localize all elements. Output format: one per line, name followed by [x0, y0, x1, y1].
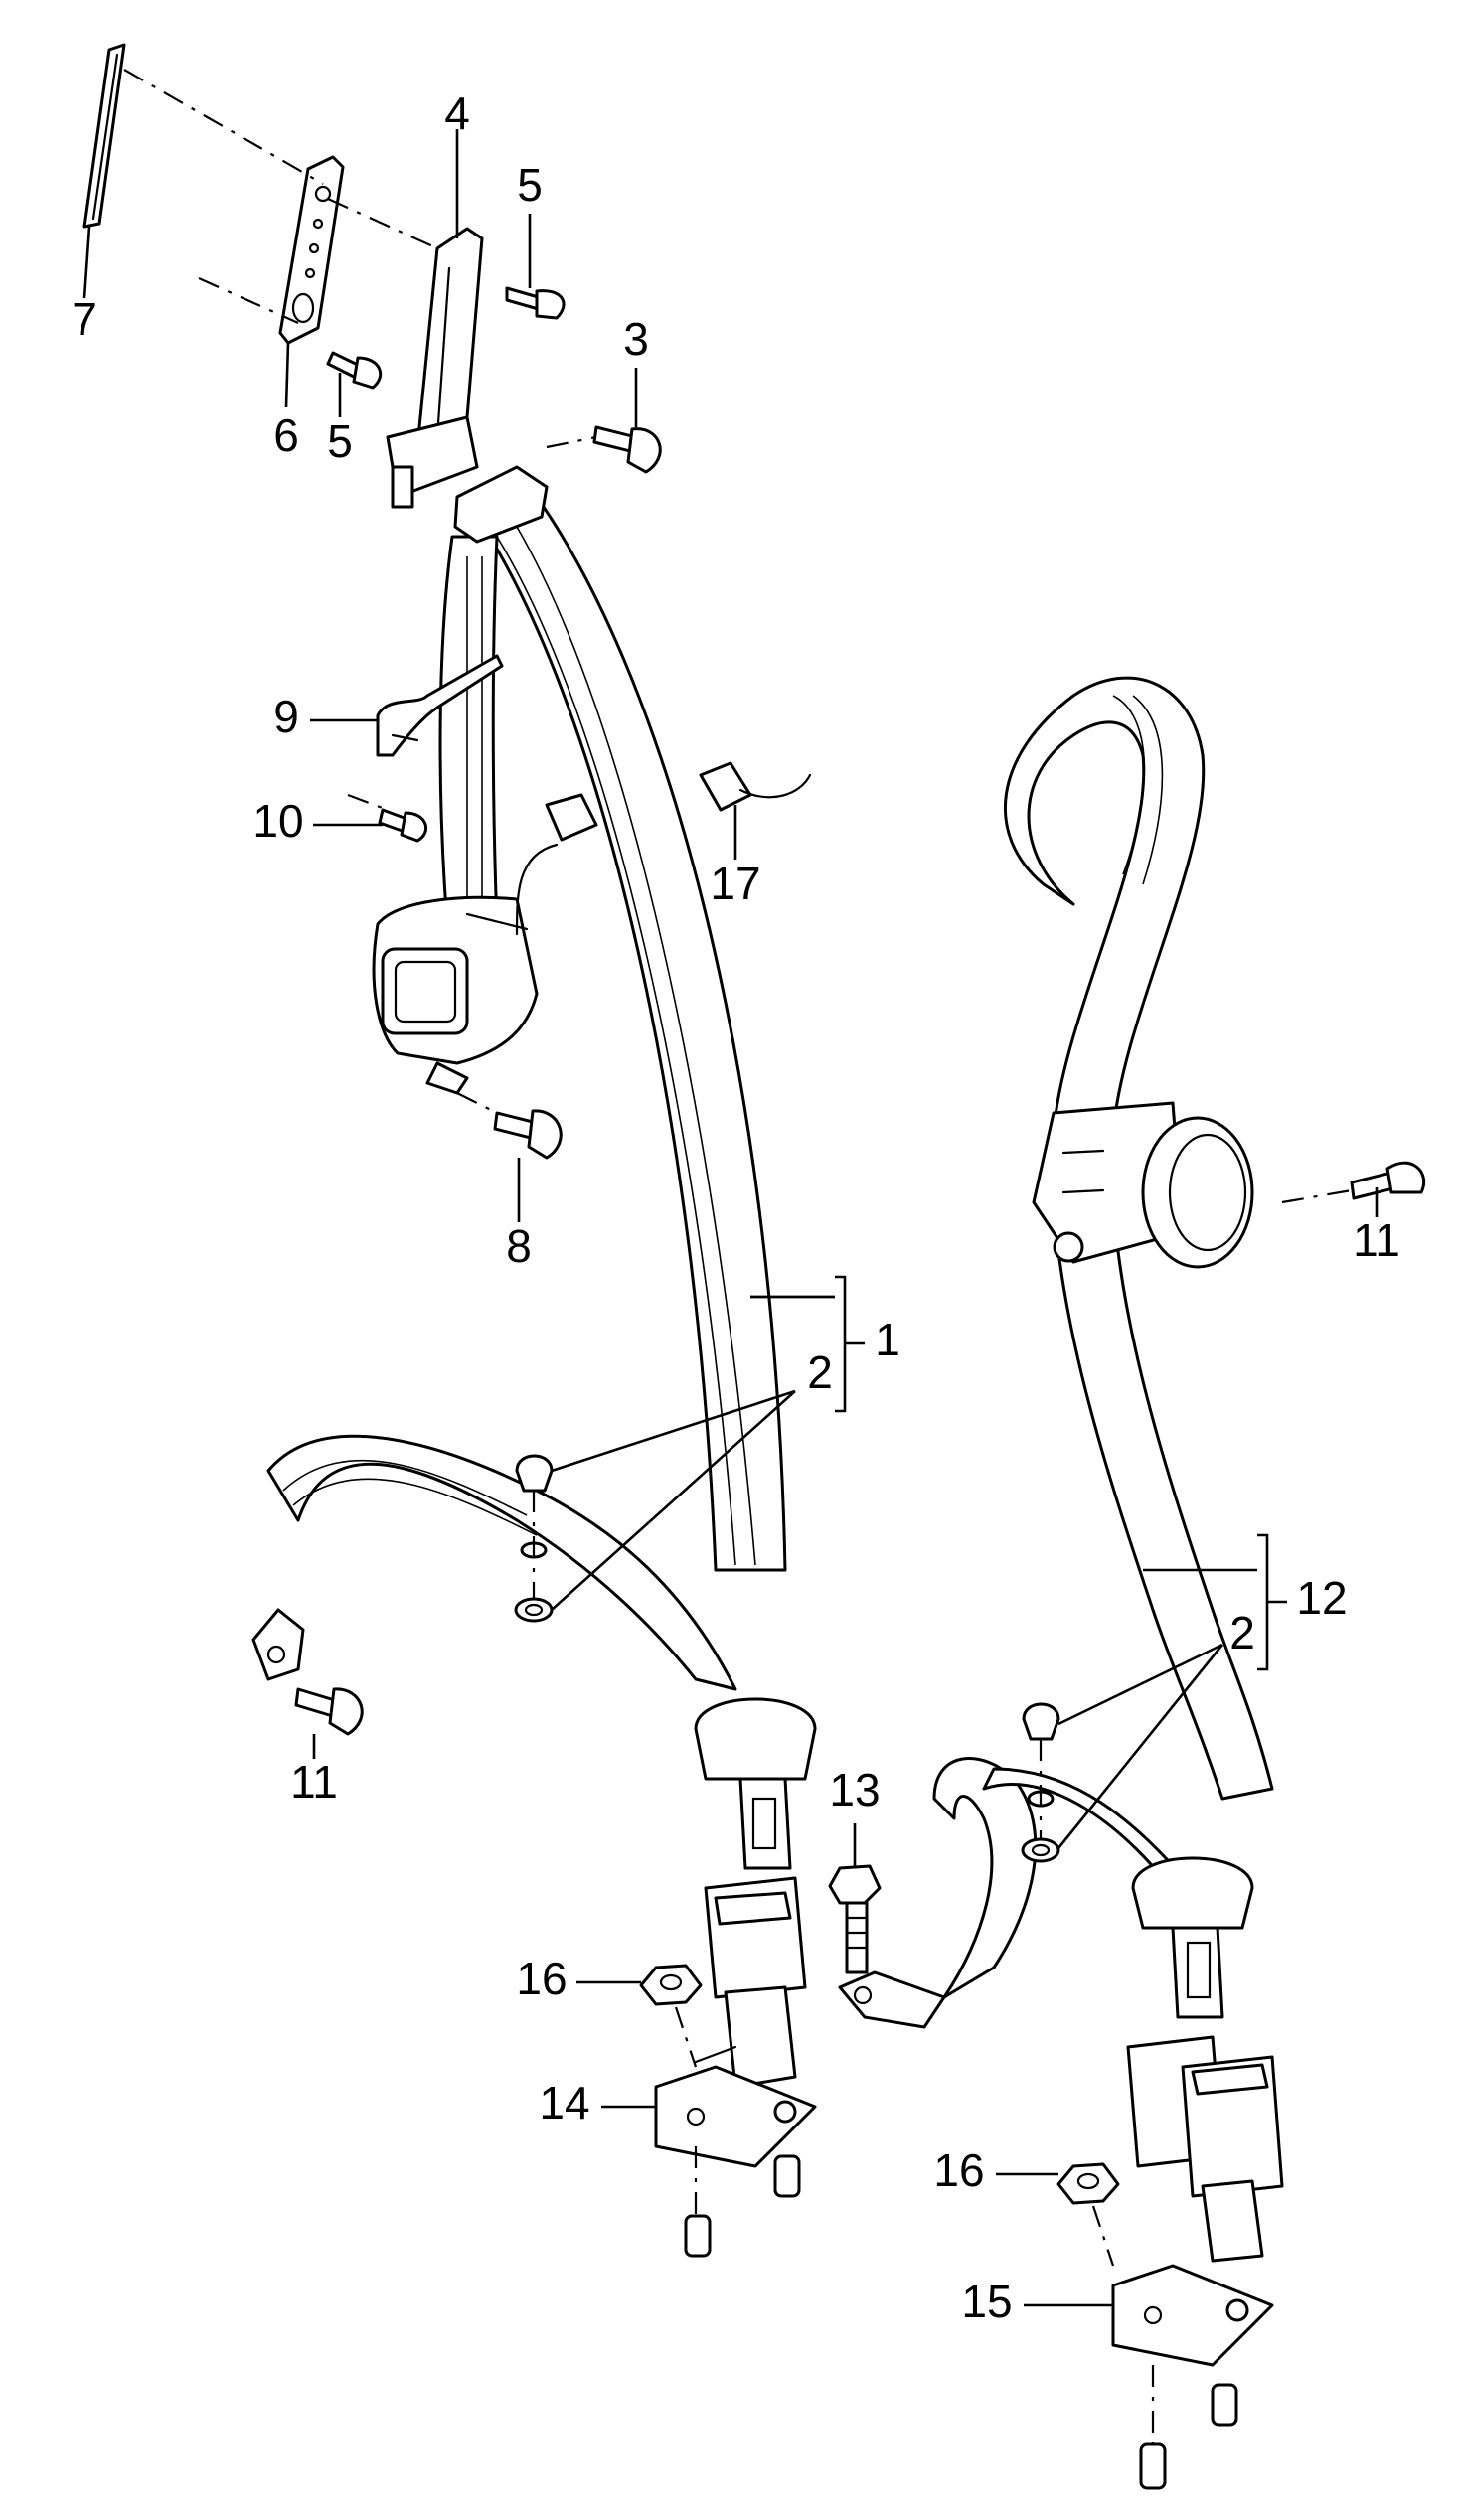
rear-tongue — [1171, 1926, 1224, 2019]
buckle-bracket — [654, 2065, 817, 2168]
front-seat-belt-assembly — [82, 43, 817, 2258]
callout-16-right: 16 — [933, 2144, 984, 2196]
belt-guide-loop — [453, 465, 549, 544]
rear-retractor — [1032, 1101, 1254, 1269]
callout-3: 3 — [623, 313, 649, 365]
callout-1: 1 — [875, 1314, 900, 1365]
trim-strip — [82, 43, 126, 229]
callout-17: 17 — [710, 858, 760, 909]
front-lap-webbing — [266, 1434, 737, 1691]
rear-double-buckle — [1126, 2035, 1284, 2263]
rear-buckle-bracket — [1111, 2264, 1274, 2367]
callout-13: 13 — [829, 1764, 880, 1815]
retractor-connector — [545, 793, 598, 842]
nut-16-left — [639, 1964, 703, 2006]
callout-8: 8 — [506, 1220, 532, 1272]
callout-4: 4 — [444, 87, 470, 139]
bolt-8 — [493, 1109, 563, 1160]
rear-seat-belt-assembly — [828, 676, 1426, 2490]
front-retractor-webbing — [438, 535, 499, 926]
front-retractor — [372, 895, 539, 1095]
callout-5-upper: 5 — [517, 159, 543, 211]
callout-10: 10 — [252, 795, 303, 847]
nut-16-right — [1056, 2162, 1120, 2205]
rear-lap-webbing — [932, 1757, 1038, 1999]
callout-2-front: 2 — [807, 1346, 833, 1398]
callout-6: 6 — [273, 409, 299, 461]
screw-5-lower — [326, 351, 383, 390]
front-springs — [684, 2154, 801, 2258]
callout-16-left: 16 — [516, 1953, 567, 2004]
front-lap-anchor — [251, 1608, 305, 1681]
callout-12: 12 — [1296, 1572, 1347, 1624]
callout-11-left: 11 — [290, 1756, 338, 1808]
leader-lines — [82, 129, 1379, 2307]
rear-rivet-2 — [1021, 1702, 1060, 1863]
rear-lap-anchor — [838, 1970, 946, 2029]
bolt-11-left — [294, 1687, 364, 1736]
front-tongue-guide — [694, 1697, 817, 1781]
front-tongue — [738, 1777, 792, 1870]
bolt-3 — [592, 425, 662, 474]
rear-springs — [1139, 2383, 1238, 2490]
callout-2-rear: 2 — [1229, 1607, 1255, 1658]
callout-11-right: 11 — [1353, 1214, 1400, 1266]
callout-9: 9 — [273, 691, 299, 742]
screw-5-upper — [505, 286, 566, 320]
mounting-plate — [278, 155, 345, 345]
callout-15: 15 — [961, 2276, 1012, 2327]
retractor-cable — [515, 843, 559, 936]
wire-harness-clip — [376, 654, 504, 757]
rear-tongue-guide — [1131, 1856, 1254, 1930]
connector-17 — [699, 761, 812, 812]
callout-7: 7 — [72, 293, 97, 345]
callout-14: 14 — [539, 2077, 589, 2128]
bolt-11-right — [1350, 1161, 1426, 1200]
bolt-13 — [828, 1864, 882, 1974]
screw-10 — [378, 808, 428, 843]
callout-5-lower: 5 — [327, 415, 353, 467]
callout-labels: 1 2 2 3 4 5 5 6 7 8 9 10 11 11 12 13 14 … — [72, 87, 1400, 2327]
